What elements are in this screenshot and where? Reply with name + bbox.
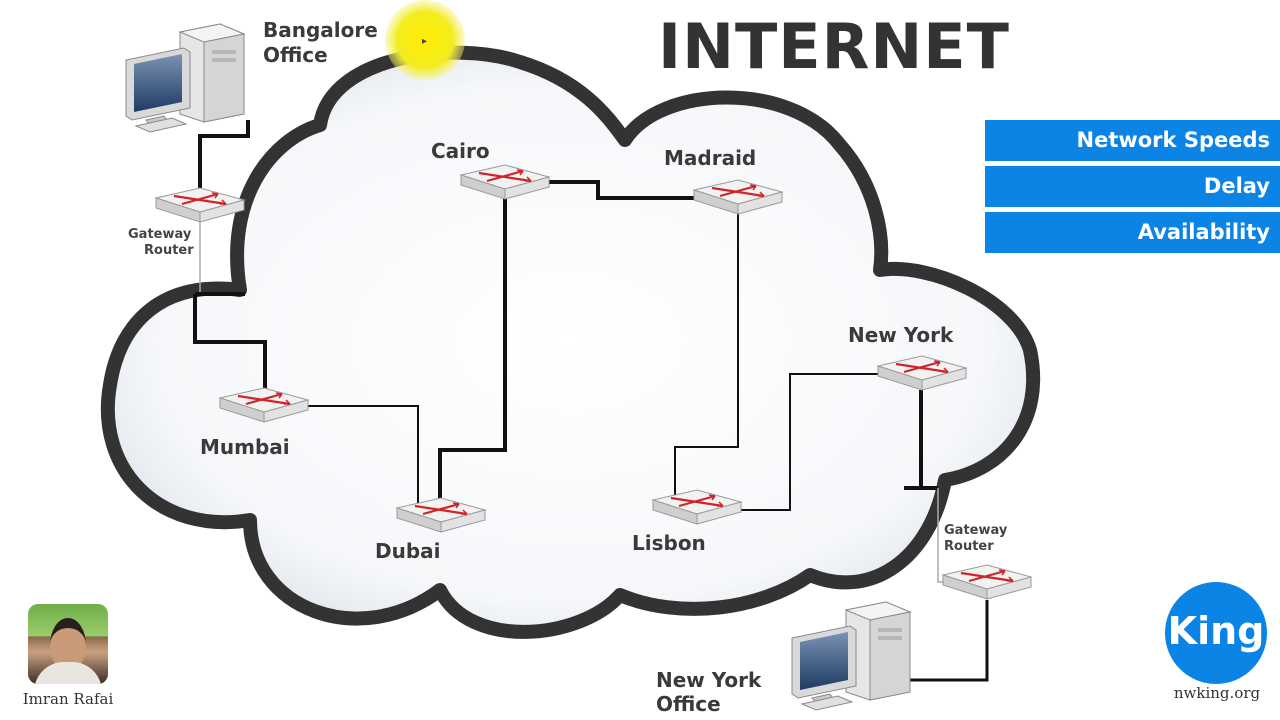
link-madraid-lisbon [674,212,739,500]
presenter-card: Imran Rafai [18,604,118,708]
gateway-label-line2: Router [144,243,194,258]
gateway-router-bangalore-icon [154,186,246,224]
router-label-dubai: Dubai [375,539,441,563]
brand-url[interactable]: nwking.org [1173,684,1261,702]
gateway-label-ny-line1: Gateway [944,523,1008,538]
internet-cloud [100,45,1041,639]
link-cairo-madraid [548,180,694,200]
topic-availability-button[interactable]: Availability [985,212,1280,253]
avatar [28,604,108,684]
bangalore-computer-icon [125,23,245,133]
newyork-computer-icon [791,601,911,711]
gateway-router-newyork-icon [941,563,1033,601]
office-label-bangalore-line2: Office [263,43,328,67]
pointer-highlight [385,0,465,80]
link-gateway-mumbai [193,292,267,392]
gateway-label-line1: Gateway [128,227,192,242]
office-label-newyork-line2: Office [656,692,721,716]
gateway-label-ny-line2: Router [944,539,994,554]
link-gateway-newyork-office [905,600,989,682]
router-label-madraid: Madraid [664,146,756,170]
svg-text:▸: ▸ [422,36,427,47]
network-links [193,120,989,682]
link-mumbai-dubai [308,405,419,506]
office-label-bangalore-line1: Bangalore [263,18,378,42]
office-label-newyork-line1: New York [656,668,762,692]
router-label-lisbon: Lisbon [632,531,706,555]
presenter-name: Imran Rafai [22,690,114,708]
brand-block: King nwking.org [1165,582,1269,702]
link-dubai-cairo [438,196,507,506]
page-title: INTERNET [658,10,1010,83]
router-label-mumbai: Mumbai [200,435,290,459]
link-lisbon-newyork [740,373,880,511]
topic-delay-button[interactable]: Delay [985,166,1280,207]
topic-list: Network Speeds Delay Availability [985,120,1280,258]
brand-logo[interactable]: King [1165,582,1267,684]
router-label-cairo: Cairo [431,139,490,163]
topic-network-speeds-button[interactable]: Network Speeds [985,120,1280,161]
link-bangalore-gateway [198,120,250,192]
router-label-newyork: New York [848,323,954,347]
